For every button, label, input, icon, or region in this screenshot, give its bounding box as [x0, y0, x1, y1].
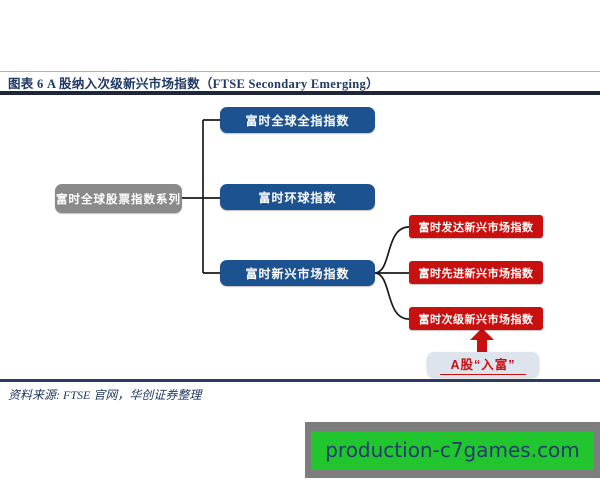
- node-ftse-global-all-cap-index: 富时全球全指指数: [220, 107, 375, 133]
- node-ftse-secondary-emerging-index: 富时次级新兴市场指数: [409, 307, 543, 330]
- watermark-text: production-c7games.com: [311, 430, 594, 470]
- node-ftse-all-world-index: 富时环球指数: [220, 184, 375, 210]
- figure-caption: 图表 6 A 股纳入次级新兴市场指数（FTSE Secondary Emergi…: [8, 77, 379, 91]
- node-ftse-advanced-emerging-index: 富时先进新兴市场指数: [409, 261, 543, 284]
- node-ftse-global-equity-index-series: 富时全球股票指数系列: [55, 184, 182, 213]
- node-label: 富时次级新兴市场指数: [418, 313, 534, 326]
- inclusion-arrow-icon: [470, 328, 494, 352]
- annotation-label: A股“入富”: [440, 354, 526, 375]
- figure-bottom-rule: [0, 379, 600, 382]
- data-source-note: 资料来源: FTSE 官网，华创证券整理: [8, 388, 202, 402]
- annotation-a-share-inclusion: A股“入富”: [427, 352, 539, 377]
- node-ftse-emerging-markets-index: 富时新兴市场指数: [220, 260, 375, 286]
- node-label: 富时全球全指指数: [245, 113, 350, 128]
- node-label: 富时环球指数: [258, 190, 337, 205]
- node-label: 富时全球股票指数系列: [56, 193, 181, 206]
- node-label: 富时发达新兴市场指数: [418, 221, 534, 234]
- node-label: 富时先进新兴市场指数: [418, 267, 534, 280]
- node-ftse-developed-emerging-index: 富时发达新兴市场指数: [409, 215, 543, 238]
- caption-top-rule: [0, 71, 600, 72]
- watermark-banner: production-c7games.com: [305, 422, 600, 478]
- caption-bottom-rule: [0, 91, 600, 95]
- node-label: 富时新兴市场指数: [245, 266, 350, 281]
